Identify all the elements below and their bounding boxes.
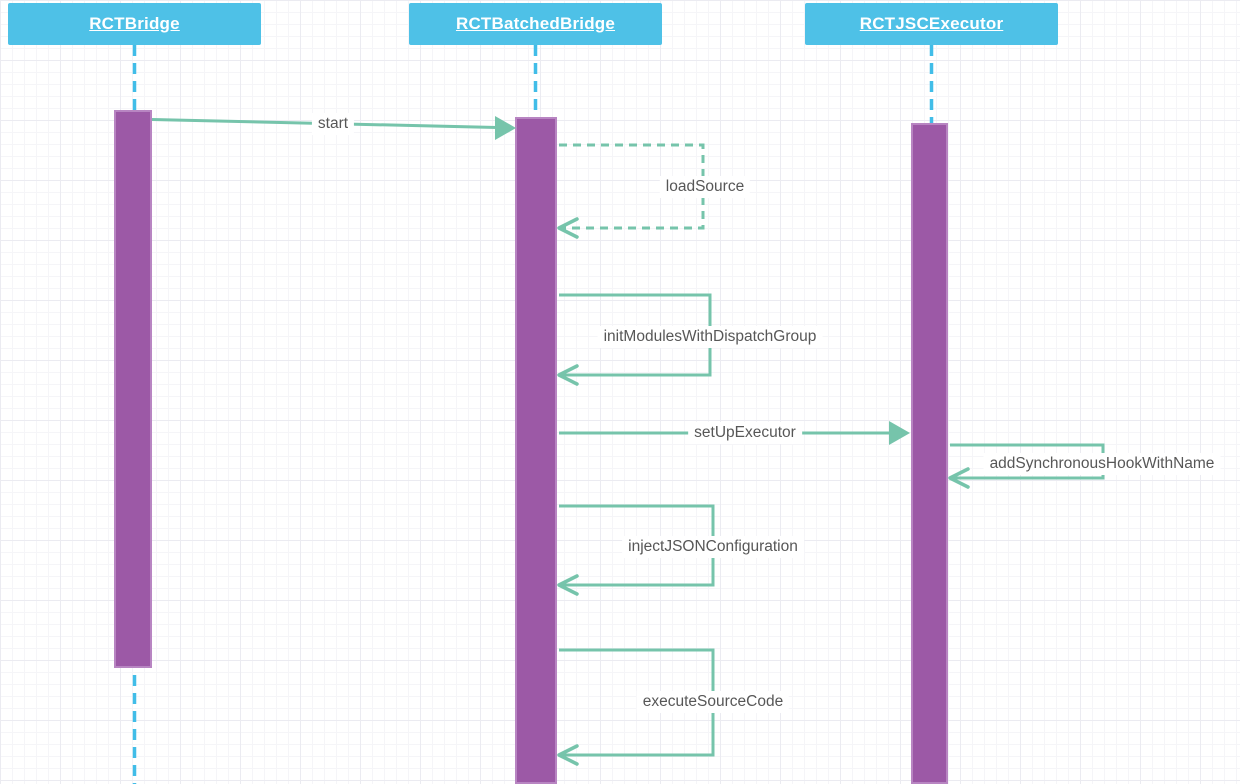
message-label-setupexecutor: setUpExecutor [688, 422, 802, 444]
actor-name-rctbridge: RCTBridge [89, 14, 180, 33]
message-label-injectjson: injectJSONConfiguration [622, 536, 804, 558]
arrowhead-addsynchook [948, 467, 970, 489]
arrowhead-loadsource [557, 217, 579, 239]
message-label-addsynchook: addSynchronousHookWithName [983, 453, 1221, 475]
activation-bar-rctbridge [114, 110, 152, 668]
message-label-start: start [311, 113, 355, 135]
actor-box-rctjscexecutor: RCTJSCExecutor [805, 3, 1058, 45]
actor-name-rctbatchedbridge: RCTBatchedBridge [455, 14, 616, 33]
message-label-loadsource: loadSource [659, 176, 751, 198]
activation-bar-rctbatchedbridge [515, 117, 557, 784]
activation-bar-rctjscexecutor [911, 123, 948, 784]
arrowhead-start [495, 116, 516, 140]
actor-box-rctbatchedbridge: RCTBatchedBridge [409, 3, 662, 45]
actor-box-rctbridge: RCTBridge [8, 3, 261, 45]
arrowhead-initmodules [557, 364, 579, 386]
message-label-executesource: executeSourceCode [636, 691, 790, 713]
message-label-initmodules: initModulesWithDispatchGroup [597, 326, 823, 348]
arrowhead-setupexecutor [889, 421, 910, 445]
arrowhead-injectjson [557, 574, 579, 596]
actor-name-rctjscexecutor: RCTJSCExecutor [859, 14, 1004, 33]
arrowhead-executesource [557, 744, 579, 766]
